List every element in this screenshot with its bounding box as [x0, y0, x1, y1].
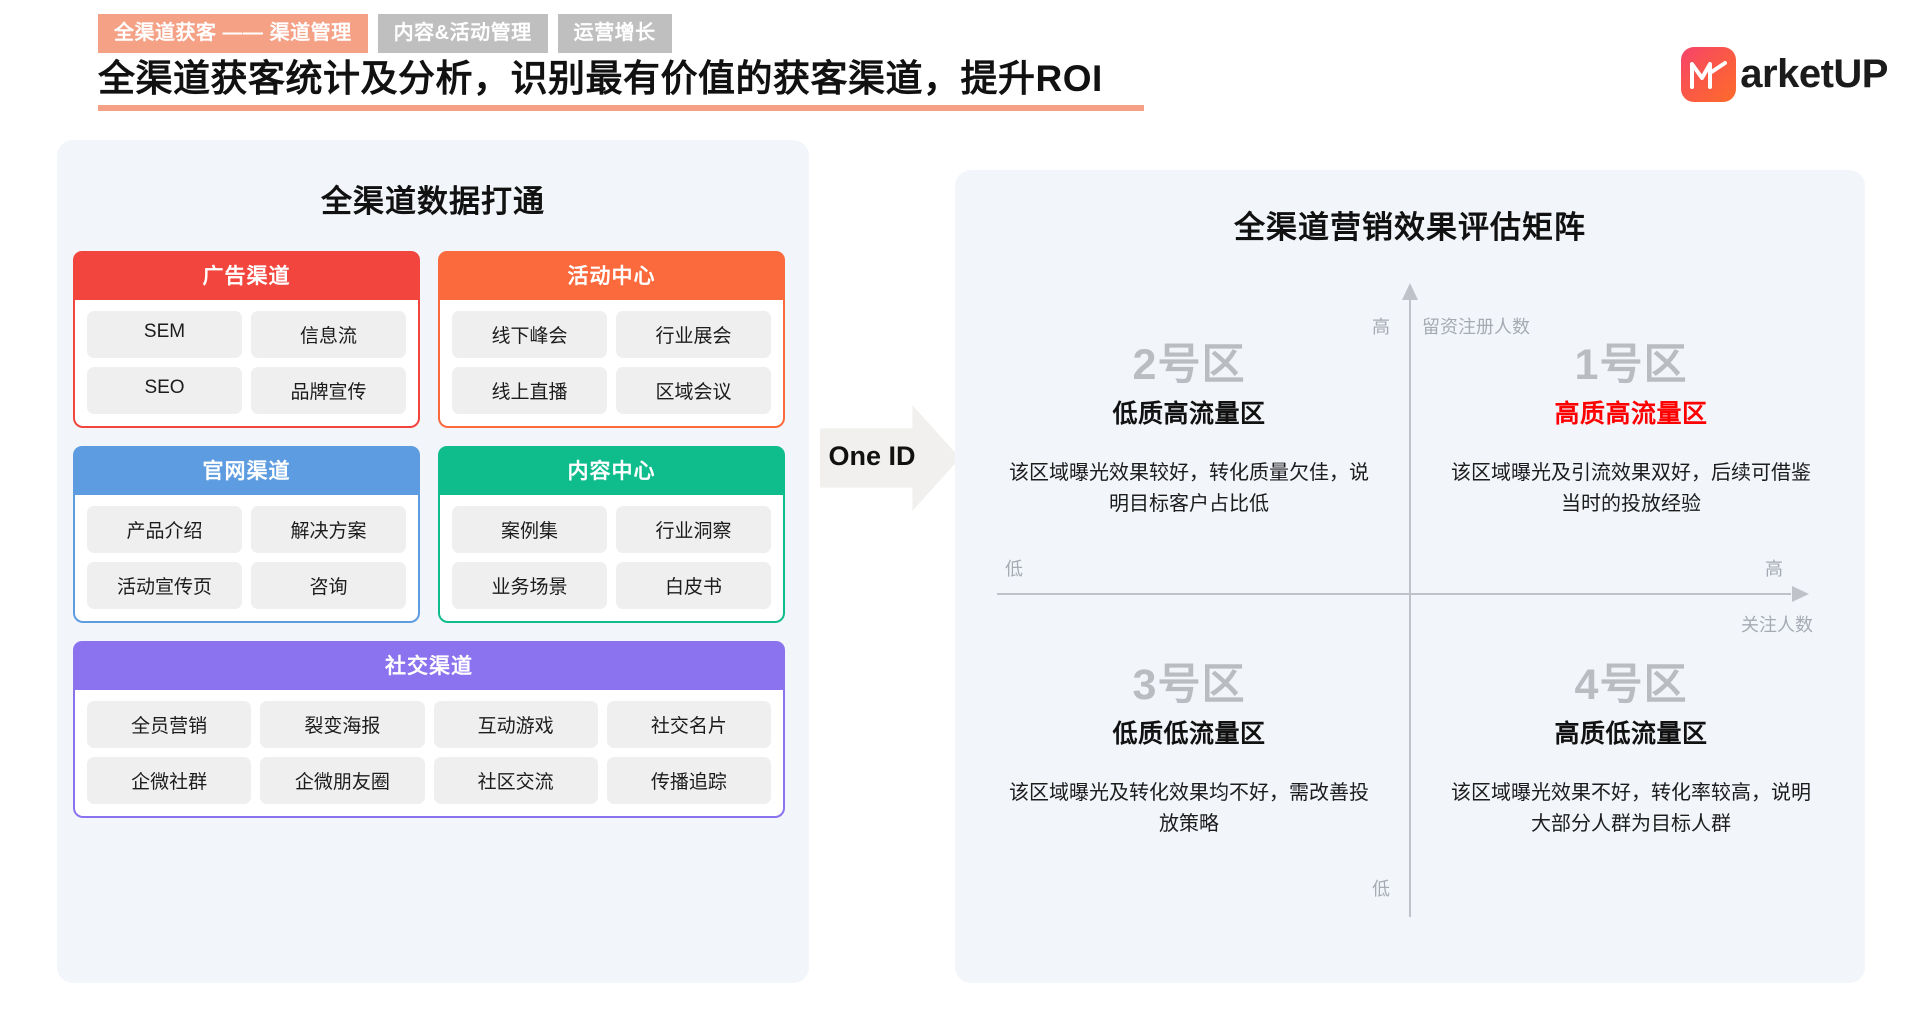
marketup-m-icon: [1681, 47, 1737, 102]
channel-card-grid: 广告渠道 SEM 信息流 SEO 品牌宣传 活动中心 线下峰会 行业展会 线上直…: [73, 251, 793, 818]
logo-wordmark: arketUP: [1740, 52, 1888, 96]
quadrant-1: 1号区 高质高流量区 该区域曝光及引流效果双好，后续可借鉴当时的投放经验: [1427, 341, 1835, 520]
channel-chip[interactable]: 业务场景: [452, 562, 607, 609]
channel-card-content[interactable]: 内容中心 案例集 行业洞察 业务场景 白皮书: [438, 446, 785, 623]
channel-chip[interactable]: 线下峰会: [452, 311, 607, 358]
channel-card-social-title: 社交渠道: [73, 641, 785, 690]
channel-chip[interactable]: 互动游戏: [433, 701, 598, 748]
tab-channel-management[interactable]: 全渠道获客 —— 渠道管理: [98, 14, 368, 53]
quadrant-4: 4号区 高质低流量区 该区域曝光效果不好，转化率较高，说明大部分人群为目标人群: [1427, 661, 1835, 840]
channel-chip[interactable]: 信息流: [251, 311, 406, 358]
y-axis-title: 留资注册人数: [1422, 317, 1530, 337]
quadrant-1-number: 1号区: [1574, 341, 1688, 389]
left-panel-title: 全渠道数据打通: [321, 184, 545, 219]
channel-chip[interactable]: 品牌宣传: [251, 367, 406, 414]
quadrant-2: 2号区 低质高流量区 该区域曝光效果较好，转化质量欠佳，说明目标客户占比低: [985, 341, 1393, 520]
quadrant-1-name: 高质高流量区: [1554, 400, 1708, 429]
quadrant-2-number: 2号区: [1132, 341, 1246, 389]
channel-chip[interactable]: 裂变海报: [260, 701, 425, 748]
one-id-connector: One ID: [820, 405, 960, 511]
channel-chip[interactable]: 社区交流: [433, 757, 598, 804]
tab-operations-growth[interactable]: 运营增长: [557, 14, 672, 53]
channel-chip[interactable]: 企微社群: [87, 757, 252, 804]
tab-content-campaign-management[interactable]: 内容&活动管理: [377, 14, 548, 53]
quadrant-4-number: 4号区: [1574, 661, 1688, 709]
channel-chip[interactable]: 案例集: [452, 506, 607, 553]
x-axis-low-label: 低: [1005, 559, 1023, 579]
quadrant-3-number: 3号区: [1132, 661, 1246, 709]
channel-chip[interactable]: SEO: [87, 367, 242, 414]
channel-chip[interactable]: 行业洞察: [616, 506, 771, 553]
channel-card-content-title: 内容中心: [438, 446, 785, 495]
x-axis-title: 关注人数: [1741, 615, 1813, 635]
y-axis-arrow-icon: [1402, 283, 1418, 300]
channel-chip[interactable]: 线上直播: [452, 367, 607, 414]
quadrant-1-description: 该区域曝光及引流效果双好，后续可借鉴当时的投放经验: [1451, 462, 1811, 516]
channel-card-social-items: 全员营销 裂变海报 互动游戏 社交名片 企微社群 企微朋友圈 社区交流 传播追踪: [73, 690, 785, 818]
channel-card-social[interactable]: 社交渠道 全员营销 裂变海报 互动游戏 社交名片 企微社群 企微朋友圈 社区交流…: [73, 641, 785, 818]
page-title-block: 全渠道获客统计及分析，识别最有价值的获客渠道，提升ROI: [98, 56, 1144, 112]
channel-card-ads-items: SEM 信息流 SEO 品牌宣传: [73, 300, 420, 428]
x-axis-high-label: 高: [1765, 559, 1783, 579]
quadrant-3: 3号区 低质低流量区 该区域曝光及转化效果均不好，需改善投放策略: [985, 661, 1393, 840]
omnichannel-data-panel: 全渠道数据打通 广告渠道 SEM 信息流 SEO 品牌宣传 活动中心 线下峰会 …: [57, 140, 809, 983]
quadrant-4-description: 该区域曝光效果不好，转化率较高，说明大部分人群为目标人群: [1451, 782, 1811, 836]
channel-card-events-title: 活动中心: [438, 251, 785, 300]
channel-chip[interactable]: 社交名片: [606, 701, 771, 748]
quadrant-2-description: 该区域曝光效果较好，转化质量欠佳，说明目标客户占比低: [1009, 462, 1369, 516]
page-title: 全渠道获客统计及分析，识别最有价值的获客渠道，提升ROI: [98, 58, 1103, 99]
channel-card-events[interactable]: 活动中心 线下峰会 行业展会 线上直播 区域会议: [438, 251, 785, 428]
quadrant-4-name: 高质低流量区: [1554, 720, 1708, 749]
channel-chip[interactable]: 区域会议: [616, 367, 771, 414]
quadrant-3-name: 低质低流量区: [1112, 720, 1266, 749]
y-axis-line: [1409, 299, 1411, 917]
channel-chip[interactable]: 解决方案: [251, 506, 406, 553]
channel-chip[interactable]: 全员营销: [87, 701, 252, 748]
right-panel-title: 全渠道营销效果评估矩阵: [1234, 210, 1586, 245]
channel-card-website-items: 产品介绍 解决方案 活动宣传页 咨询: [73, 495, 420, 623]
quadrant-3-description: 该区域曝光及转化效果均不好，需改善投放策略: [1009, 782, 1369, 836]
marketing-matrix-panel: 全渠道营销效果评估矩阵 高 留资注册人数 低 低 高 关注人数 2号区 低质高流…: [955, 170, 1865, 983]
channel-chip[interactable]: 白皮书: [616, 562, 771, 609]
brand-logo: arketUP: [1681, 47, 1888, 102]
channel-card-ads-title: 广告渠道: [73, 251, 420, 300]
channel-card-events-items: 线下峰会 行业展会 线上直播 区域会议: [438, 300, 785, 428]
channel-chip[interactable]: 企微朋友圈: [260, 757, 425, 804]
x-axis-arrow-icon: [1792, 586, 1809, 602]
y-axis-high-label: 高: [1372, 317, 1390, 337]
channel-card-website[interactable]: 官网渠道 产品介绍 解决方案 活动宣传页 咨询: [73, 446, 420, 623]
y-axis-low-label: 低: [1372, 879, 1390, 899]
channel-chip[interactable]: 咨询: [251, 562, 406, 609]
quadrant-2-name: 低质高流量区: [1112, 400, 1266, 429]
x-axis-line: [997, 593, 1791, 595]
title-underline: [98, 105, 1144, 112]
one-id-label: One ID: [828, 441, 916, 471]
channel-card-content-items: 案例集 行业洞察 业务场景 白皮书: [438, 495, 785, 623]
channel-card-ads[interactable]: 广告渠道 SEM 信息流 SEO 品牌宣传: [73, 251, 420, 428]
section-tabs: 全渠道获客 —— 渠道管理 内容&活动管理 运营增长: [98, 14, 672, 53]
quadrant-matrix: 高 留资注册人数 低 低 高 关注人数 2号区 低质高流量区 该区域曝光效果较好…: [985, 265, 1835, 945]
channel-chip[interactable]: 传播追踪: [606, 757, 771, 804]
channel-chip[interactable]: 产品介绍: [87, 506, 242, 553]
channel-chip[interactable]: 行业展会: [616, 311, 771, 358]
channel-card-website-title: 官网渠道: [73, 446, 420, 495]
channel-chip[interactable]: SEM: [87, 311, 242, 358]
channel-chip[interactable]: 活动宣传页: [87, 562, 242, 609]
